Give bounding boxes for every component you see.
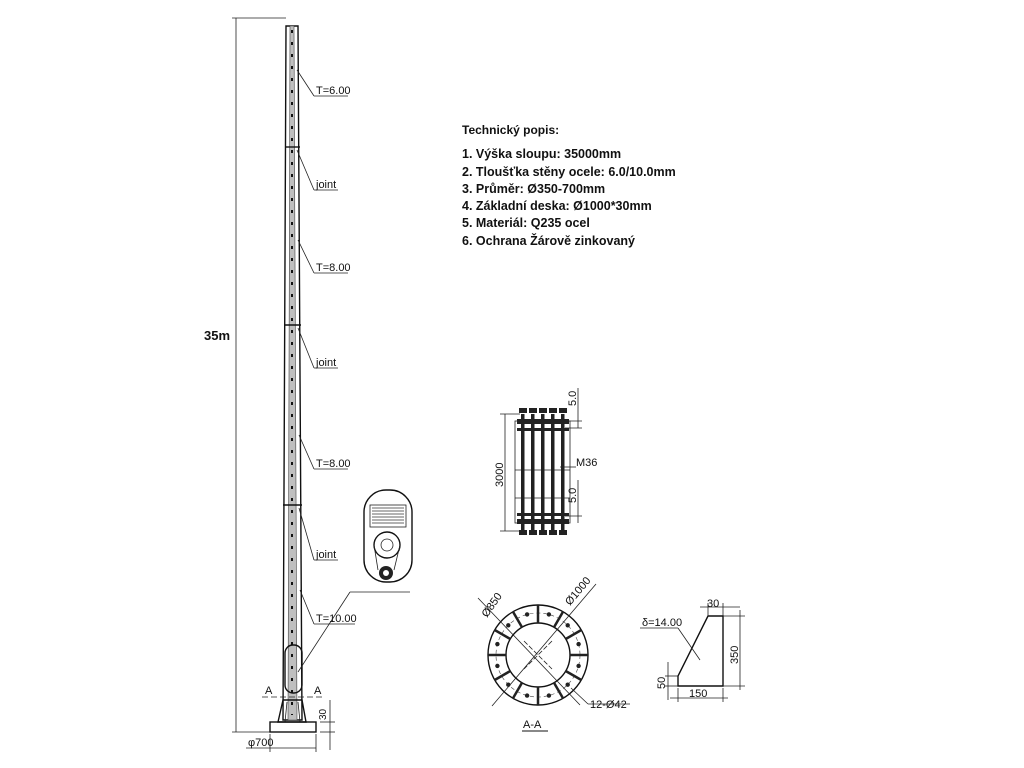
base-plate-inner <box>505 622 571 688</box>
bolt-hole <box>576 641 581 647</box>
section-title: A-A <box>523 719 542 731</box>
spec-line-1: 1. Výška sloupu: 35000mm <box>462 147 621 161</box>
spec-line-5: 5. Materiál: Q235 ocel <box>462 216 590 230</box>
bolt-hole <box>565 682 570 687</box>
base-plate-section: Ø850 Ø1000 12-Ø42 A-A <box>477 575 630 732</box>
leader-t2 <box>297 239 315 274</box>
rib-base-label: 150 <box>689 688 707 700</box>
rib-thickness-label: δ=14.00 <box>642 617 682 629</box>
bolt-hole <box>524 612 530 617</box>
anchor-length-label: 3000 <box>494 463 506 487</box>
section-mark-right: A <box>314 685 322 697</box>
plate-rib <box>552 682 565 699</box>
bolt-hole <box>495 663 500 669</box>
outer-diameter-label: Ø1000 <box>563 575 593 608</box>
specification-block: Technický popis: 1. Výška sloupu: 35000m… <box>462 123 676 248</box>
joint-2-label: joint <box>315 357 336 369</box>
bolt-hole <box>546 612 552 617</box>
spec-line-3: 3. Průměr: Ø350-700mm <box>462 182 605 196</box>
section-3-thickness: T=8.00 <box>316 458 351 470</box>
anchor-thread-label: M36 <box>576 457 597 469</box>
rib-thickness-leader <box>677 627 701 661</box>
door-detail <box>363 489 413 583</box>
bolt-holes <box>495 612 581 698</box>
base-diameter-label: φ700 <box>248 737 274 749</box>
bolt-hole <box>495 641 500 647</box>
leader-joint-3 <box>298 507 315 561</box>
leader-joint-1 <box>296 149 315 191</box>
leader-t1 <box>296 69 315 97</box>
door-winch-drum <box>373 531 401 559</box>
section-1-thickness: T=6.00 <box>316 85 351 97</box>
pole-elevation: 35m T=6.00 joint T=8.00 joint T=8.00 joi… <box>204 17 410 752</box>
bolt-circle-dim <box>477 597 581 706</box>
spec-line-6: 6. Ochrana Žárově zinkovaný <box>462 233 635 248</box>
pole-height-label: 35m <box>204 328 230 343</box>
rib-plate <box>677 615 724 687</box>
anchor-bolt-4 <box>551 414 555 531</box>
bolt-hole <box>506 623 511 628</box>
bolt-hole <box>524 693 530 698</box>
pole-door <box>284 644 303 694</box>
anchor-bolt-2 <box>531 414 535 531</box>
leader-joint-2 <box>297 327 315 369</box>
door-detail-leader <box>297 591 351 673</box>
plate-rib <box>565 669 582 682</box>
rib-top-label: 30 <box>707 598 719 610</box>
pole-shaft-shading <box>287 25 298 721</box>
anchor-top-offset: 5.0 <box>567 391 579 406</box>
plate-rib <box>494 628 511 641</box>
outer-diameter-dim <box>491 583 597 707</box>
spec-title: Technický popis: <box>462 123 559 137</box>
rib-height-label: 350 <box>729 646 741 664</box>
rib-detail: 30 350 150 50 δ=14.00 <box>640 598 745 702</box>
plate-rib <box>552 611 565 628</box>
joint-3-label: joint <box>315 549 336 561</box>
anchor-bolt-1 <box>521 414 525 531</box>
rib-foot-label: 50 <box>656 677 668 689</box>
joint-1-label: joint <box>315 179 336 191</box>
base-plate-elevation <box>269 721 317 733</box>
plate-rib <box>494 669 511 682</box>
leader-t3 <box>298 434 315 470</box>
anchor-bottom-offset: 5.0 <box>567 488 579 503</box>
anchor-bolt-cage: 3000 5.0 5.0 M36 <box>494 388 597 535</box>
plate-rib <box>511 611 524 628</box>
plate-rib <box>565 628 582 641</box>
bolt-hole <box>565 623 570 628</box>
holes-label: 12-Ø42 <box>590 699 627 711</box>
bolt-hole <box>546 693 552 698</box>
bolt-hole <box>576 663 581 669</box>
anchor-bolt-5 <box>561 414 565 531</box>
spec-line-4: 4. Základní deska: Ø1000*30mm <box>462 199 652 213</box>
section-2-thickness: T=8.00 <box>316 262 351 274</box>
spec-line-2: 2. Tloušťka stěny ocele: 6.0/10.0mm <box>462 165 676 179</box>
bolt-circle-label: Ø850 <box>480 591 505 620</box>
base-plate-thickness-label: 30 <box>318 708 329 720</box>
plate-rib <box>511 682 524 699</box>
door-frame <box>363 489 413 583</box>
section-mark-left: A <box>265 685 273 697</box>
section-4-thickness: T=10.00 <box>316 613 357 625</box>
leader-t4 <box>299 589 315 625</box>
plate-ribs <box>488 605 588 705</box>
anchor-bolt-3 <box>541 414 545 531</box>
